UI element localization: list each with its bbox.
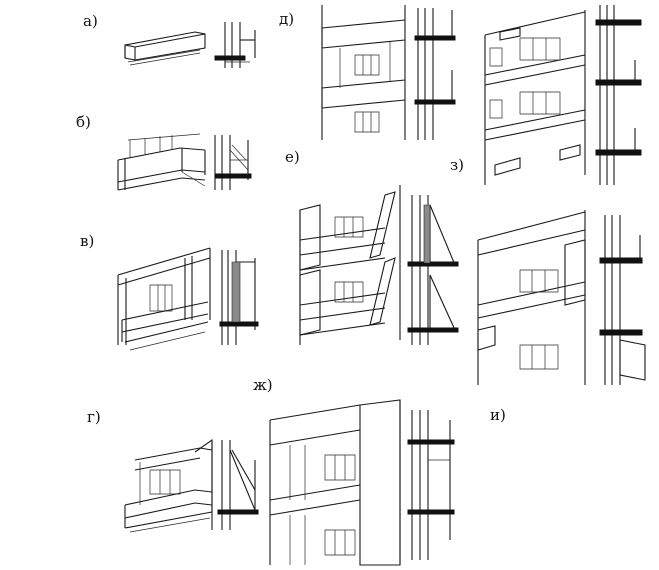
label-g: г) xyxy=(87,408,101,426)
figure-d-section xyxy=(415,8,455,140)
figure-z-section xyxy=(596,5,641,185)
figure-b-balcony xyxy=(118,134,205,190)
figure-a-balcony-slab xyxy=(125,32,205,65)
label-e: е) xyxy=(285,148,300,166)
figure-g-balcony xyxy=(125,440,212,532)
figure-v-balcony xyxy=(118,248,210,350)
figure-zh-section xyxy=(408,410,454,560)
figure-i-section xyxy=(600,215,645,385)
label-z: з) xyxy=(450,156,465,174)
figure-d-facade xyxy=(322,5,405,140)
figure-a-section xyxy=(215,22,255,68)
label-b: б) xyxy=(76,113,91,131)
figure-zh-facade xyxy=(270,400,400,565)
figure-z-facade xyxy=(485,10,585,185)
label-d: д) xyxy=(279,10,295,28)
figure-i-facade xyxy=(478,210,585,385)
figure-v-section xyxy=(220,250,258,345)
figure-e-section xyxy=(408,195,458,345)
label-a: а) xyxy=(83,12,98,30)
label-zh: ж) xyxy=(253,376,273,394)
label-i: и) xyxy=(490,406,506,424)
figure-e-facade xyxy=(300,185,400,345)
figure-g-section xyxy=(212,440,258,530)
label-v: в) xyxy=(80,232,95,250)
figure-b-section xyxy=(215,135,251,190)
